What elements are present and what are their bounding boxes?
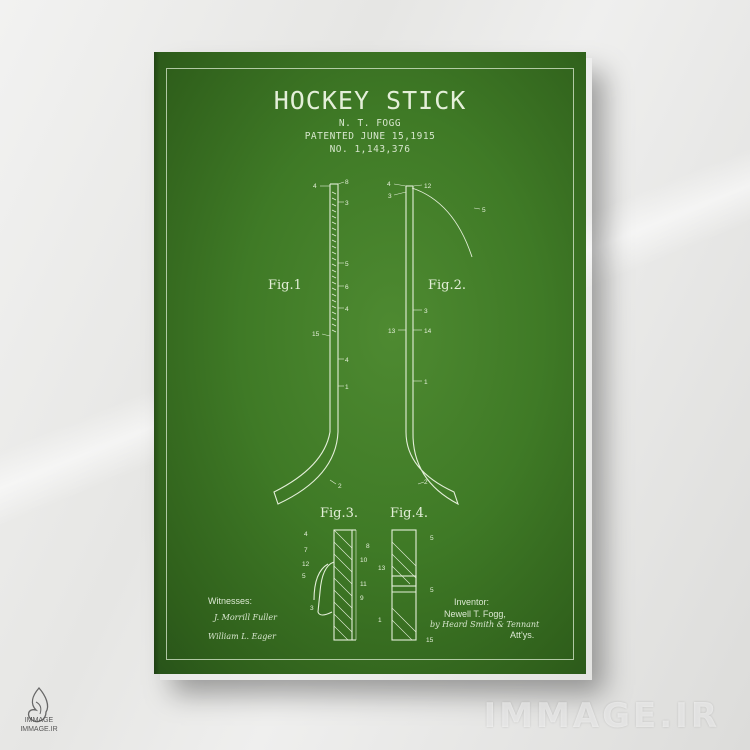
fig2-callout: 1 <box>424 379 428 386</box>
fig1-stick <box>273 183 339 505</box>
witness-signature-2: William L. Eager <box>208 632 276 641</box>
fig3-callout: 10 <box>360 557 368 564</box>
fig2-callout: 4 <box>387 181 391 188</box>
fig4-callout: 15 <box>426 637 434 644</box>
fig2-callout: 5 <box>482 207 486 214</box>
fig1-callout: 4 <box>313 183 317 190</box>
fig2-callout: 2 <box>424 479 428 486</box>
patent-date: PATENTED JUNE 15,1915 <box>304 131 436 142</box>
inventor-name: Newell T. Fogg, <box>444 609 506 619</box>
fig4-label: Fig.4. <box>390 506 429 521</box>
fig1-callout: 15 <box>312 331 320 338</box>
attys-label: Att'ys. <box>510 630 535 640</box>
logo-text-2: IMMAGE.IR <box>20 726 58 733</box>
patent-drawing: 4 8 3 5 6 4 15 4 1 2 4 3 12 5 3 13 14 1 … <box>273 179 486 644</box>
fig2-label: Fig.2. <box>428 278 467 293</box>
fig1-callout: 6 <box>345 284 349 291</box>
fig3-callout: 7 <box>304 547 308 554</box>
fig4-callout: 5 <box>430 535 434 542</box>
fig2-callout: 12 <box>424 183 432 190</box>
witnesses-label: Witnesses: <box>208 596 253 606</box>
fig4-section <box>391 529 417 641</box>
witness-signature-1: J. Morrill Fuller <box>214 613 277 622</box>
fig2-callout: 14 <box>424 328 432 335</box>
inventor-label: Inventor: <box>454 597 490 607</box>
patent-number: NO. 1,143,376 <box>329 144 411 155</box>
logo-text-1: IMMAGE <box>24 717 54 724</box>
fig3-callout: 12 <box>302 561 310 568</box>
fig1-callout: 1 <box>345 384 349 391</box>
fig3-callout: 11 <box>360 581 367 588</box>
fig4-callout: 13 <box>378 565 386 572</box>
fig1-label: Fig.1 <box>268 278 302 293</box>
fig3-callout: 3 <box>310 605 314 612</box>
fig3-label: Fig.3. <box>320 506 359 521</box>
fig4-callout: 1 <box>378 617 382 624</box>
attorney-signature: by Heard Smith & Tennant <box>430 620 540 629</box>
fig1-leaders <box>320 181 345 485</box>
fig3-callout: 8 <box>366 543 370 550</box>
site-watermark: IMMAGE.IR <box>483 696 720 736</box>
poster-title: HOCKEY STICK <box>273 86 467 115</box>
patent-canvas: HOCKEY STICK N. T. FOGG PATENTED JUNE 15… <box>154 52 586 674</box>
fig2-callout: 13 <box>388 328 396 335</box>
canvas-edge-shade <box>154 52 160 674</box>
inventor-line: N. T. FOGG <box>338 118 402 129</box>
immage-logo-icon <box>27 687 49 723</box>
fig1-callout: 4 <box>345 306 349 313</box>
fig1-callout: 2 <box>338 483 342 490</box>
fig1-callout: 4 <box>345 357 349 364</box>
callout-numbers: 4 8 3 5 6 4 15 4 1 2 4 3 12 5 3 13 14 1 … <box>302 179 486 644</box>
fig1-callout: 3 <box>345 200 349 207</box>
fig3-callout: 4 <box>304 531 308 538</box>
poster-border <box>166 68 574 660</box>
fig2-leaders <box>393 183 481 485</box>
fig2-stick <box>405 185 473 506</box>
fig3-callout: 9 <box>360 595 364 602</box>
fig4-callout: 5 <box>430 587 434 594</box>
fig3-callout: 5 <box>302 573 306 580</box>
fig2-callout: 3 <box>388 193 392 200</box>
fig3-section <box>313 529 357 641</box>
fig1-callout: 8 <box>345 179 349 186</box>
fig1-callout: 5 <box>345 261 349 268</box>
fig2-callout: 3 <box>424 308 428 315</box>
logo-caption: IMMAGE IMMAGE.IR <box>14 716 64 734</box>
